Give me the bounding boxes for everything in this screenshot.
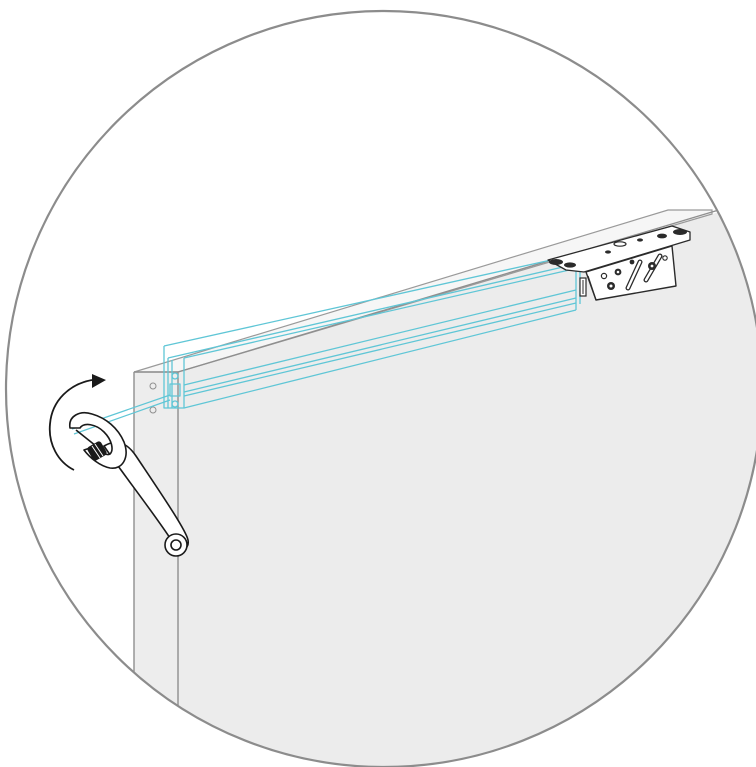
- door-panel-face: [178, 200, 756, 767]
- pivot-hardware-bracket: [547, 225, 691, 301]
- clockwise-arrow-icon: [48, 374, 106, 471]
- edge-hole-top: [149, 382, 157, 390]
- detail-circle-outline: [5, 10, 756, 767]
- magnified-content: [48, 197, 756, 767]
- adjustable-wrench-icon: [69, 412, 189, 557]
- edge-hole-bottom: [149, 406, 157, 414]
